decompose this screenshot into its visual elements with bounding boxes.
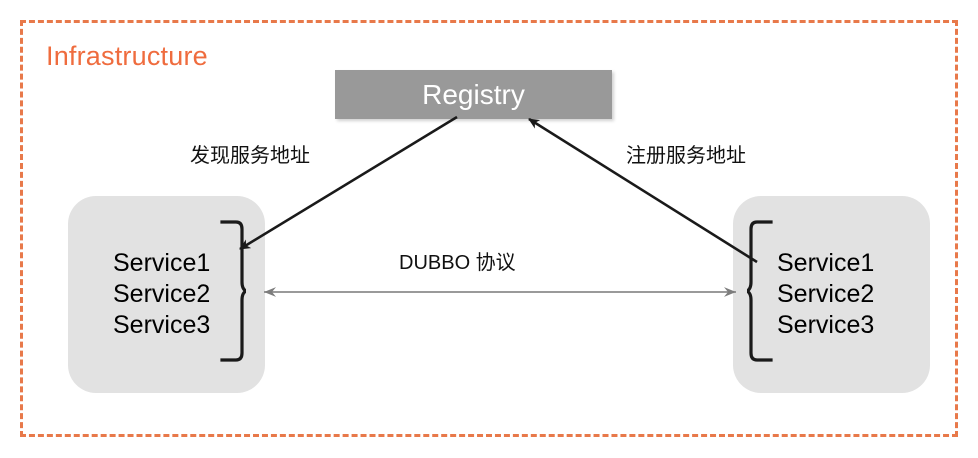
consumer-group-brace-icon xyxy=(220,220,246,362)
registry-node[interactable]: Registry xyxy=(335,70,612,119)
infrastructure-title: Infrastructure xyxy=(46,41,208,71)
infrastructure-boundary xyxy=(20,20,958,437)
edge-label-register: 注册服务地址 xyxy=(626,145,746,167)
provider-service-3: Service3 xyxy=(777,311,875,339)
provider-service-1: Service1 xyxy=(777,249,875,277)
consumer-service-3: Service3 xyxy=(113,311,211,339)
provider-service-2: Service2 xyxy=(777,280,875,308)
edge-label-discover: 发现服务地址 xyxy=(190,145,310,167)
consumer-service-2: Service2 xyxy=(113,280,211,308)
provider-group-brace-icon xyxy=(747,220,773,362)
edge-label-protocol: DUBBO 协议 xyxy=(399,252,516,274)
consumer-service-1: Service1 xyxy=(113,249,211,277)
registry-label: Registry xyxy=(422,79,525,110)
